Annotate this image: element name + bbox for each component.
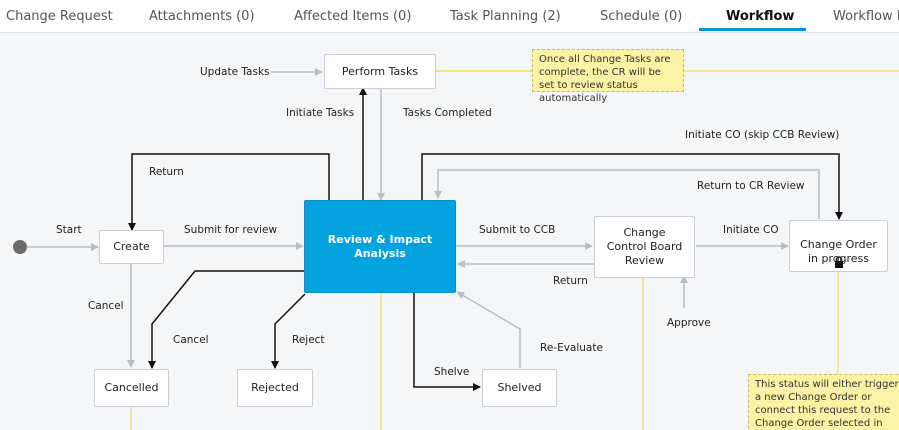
tasks-note: Once all Change Tasks are complete, the … bbox=[532, 49, 684, 104]
state-perform-tasks-label: Perform Tasks bbox=[341, 64, 419, 78]
transition-initiate-co-label[interactable]: Initiate CO bbox=[723, 224, 779, 236]
state-rejected-label: Rejected bbox=[251, 381, 299, 394]
state-shelved-label: Shelved bbox=[497, 381, 542, 394]
transition-submit-for-review-label[interactable]: Submit for review bbox=[184, 224, 278, 236]
active-tab-indicator bbox=[699, 28, 806, 31]
start-node bbox=[13, 240, 27, 254]
tab-affected-items[interactable]: Affected Items (0) bbox=[294, 9, 412, 24]
transition-reject-label[interactable]: Reject bbox=[292, 334, 325, 346]
state-change-order-label: Change Order in progress bbox=[800, 238, 877, 265]
tab-workflow-notes[interactable]: Workflow No bbox=[833, 9, 899, 24]
transition-update-tasks-label[interactable]: Update Tasks bbox=[200, 66, 270, 78]
workflow-canvas: Perform Tasks Create Review & Impact Ana… bbox=[0, 32, 899, 430]
transition-shelve-label[interactable]: Shelve bbox=[434, 366, 470, 378]
transition-return-ccb-label[interactable]: Return bbox=[553, 275, 588, 287]
state-cancelled-label: Cancelled bbox=[104, 381, 159, 394]
transition-cancel-review-label[interactable]: Cancel bbox=[173, 334, 209, 346]
tab-attachments[interactable]: Attachments (0) bbox=[149, 9, 255, 24]
tab-change-request[interactable]: Change Request bbox=[6, 9, 113, 24]
transition-initiate-co-skip-label[interactable]: Initiate CO (skip CCB Review) bbox=[685, 129, 840, 141]
transition-approve-label[interactable]: Approve bbox=[667, 317, 711, 329]
transition-re-evaluate-label[interactable]: Re-Evaluate bbox=[540, 342, 603, 354]
transition-return-to-cr-review-label[interactable]: Return to CR Review bbox=[697, 180, 805, 192]
transition-return-create-label[interactable]: Return bbox=[149, 166, 184, 178]
state-perform-tasks[interactable]: Perform Tasks bbox=[324, 54, 436, 89]
transition-initiate-tasks-label[interactable]: Initiate Tasks bbox=[286, 107, 355, 119]
state-ccb-label: Change Control Board Review bbox=[606, 226, 683, 267]
state-shelved[interactable]: Shelved bbox=[482, 369, 557, 407]
lock-icon bbox=[835, 256, 843, 268]
transition-tasks-completed-label[interactable]: Tasks Completed bbox=[403, 107, 492, 119]
state-create-label: Create bbox=[113, 240, 150, 253]
state-rejected[interactable]: Rejected bbox=[237, 369, 313, 407]
tab-bar: Change Request Attachments (0) Affected … bbox=[0, 0, 899, 33]
state-cancelled[interactable]: Cancelled bbox=[94, 369, 169, 407]
change-order-note: This status will either trigger a new Ch… bbox=[748, 374, 899, 430]
workflow-connectors bbox=[27, 68, 899, 430]
tab-task-planning[interactable]: Task Planning (2) bbox=[450, 9, 561, 24]
state-review-impact-analysis[interactable]: Review & Impact Analysis bbox=[304, 200, 456, 293]
tab-schedule[interactable]: Schedule (0) bbox=[600, 9, 683, 24]
state-create[interactable]: Create bbox=[99, 230, 164, 264]
state-ccb-review[interactable]: Change Control Board Review bbox=[594, 216, 695, 278]
state-review-label: Review & Impact Analysis bbox=[327, 232, 433, 260]
transition-start-label[interactable]: Start bbox=[56, 224, 82, 236]
transition-submit-to-ccb-label[interactable]: Submit to CCB bbox=[479, 224, 556, 236]
transition-cancel-create-label[interactable]: Cancel bbox=[88, 300, 124, 312]
tab-workflow[interactable]: Workflow bbox=[726, 9, 795, 24]
